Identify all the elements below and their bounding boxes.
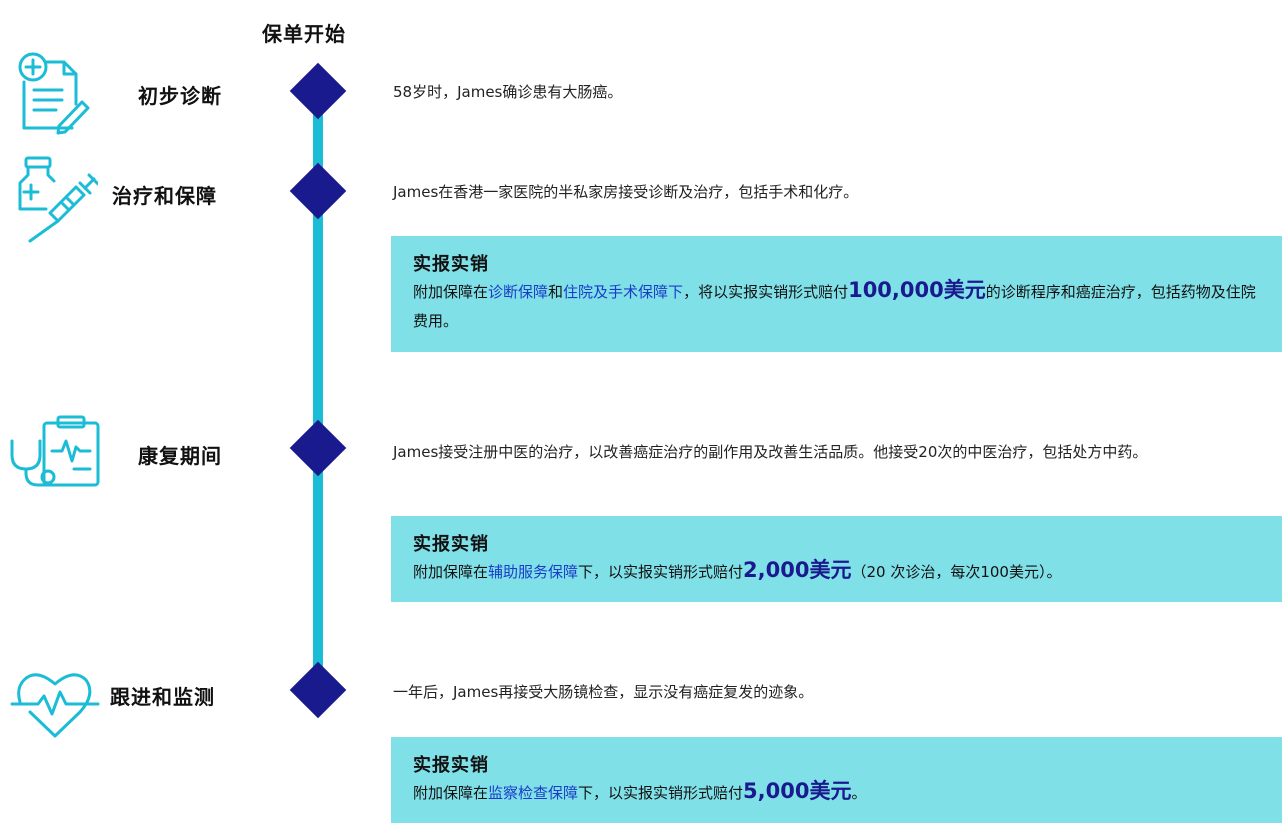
stage-label-diagnosis: 初步诊断 <box>138 84 222 108</box>
stage-description-followup: 一年后，James再接受大肠镜检查，显示没有癌症复发的迹象。 <box>393 683 814 701</box>
benefit-link-monitoring[interactable]: 监察检查保障 <box>488 784 579 802</box>
timeline-marker-followup <box>289 661 347 719</box>
timeline-marker-treatment <box>289 162 347 220</box>
reimbursement-text: 附加保障在监察检查保障下，以实报实销形式赔付5,000美元。 <box>413 777 1262 808</box>
reimbursement-box-followup: 实报实销 附加保障在监察检查保障下，以实报实销形式赔付5,000美元。 <box>391 737 1282 823</box>
timeline-line <box>313 84 323 696</box>
text-segment: （20 次诊治，每次100美元）。 <box>851 563 1062 581</box>
reimbursement-title: 实报实销 <box>413 534 489 555</box>
reimbursement-box-treatment: 实报实销 附加保障在诊断保障和住院及手术保障下，将以实报实销形式赔付100,00… <box>391 236 1282 352</box>
text-segment: 附加保障在 <box>413 563 489 581</box>
text-segment: 下，以实报实销形式赔付 <box>578 563 744 581</box>
reimbursement-text: 附加保障在辅助服务保障下，以实报实销形式赔付2,000美元（20 次诊治，每次1… <box>413 556 1262 587</box>
stage-description-recovery: James接受注册中医的治疗，以改善癌症治疗的副作用及改善生活品质。他接受20次… <box>393 443 1148 461</box>
stage-description-treatment: James在香港一家医院的半私家房接受诊断及治疗，包括手术和化疗。 <box>393 183 859 201</box>
medical-document-icon <box>14 50 94 135</box>
stage-label-treatment: 治疗和保障 <box>112 184 217 208</box>
stage-description-diagnosis: 58岁时，James确诊患有大肠癌。 <box>393 83 623 101</box>
stage-label-recovery: 康复期间 <box>138 444 222 468</box>
text-segment: 下，以实报实销形式赔付 <box>578 784 744 802</box>
timeline-start-title: 保单开始 <box>262 22 346 46</box>
reimbursement-text: 附加保障在诊断保障和住院及手术保障下，将以实报实销形式赔付100,000美元的诊… <box>413 276 1262 336</box>
text-segment: ，将以实报实销形式赔付 <box>683 283 849 301</box>
payout-amount: 100,000美元 <box>848 278 986 302</box>
stethoscope-clipboard-icon <box>4 415 100 497</box>
stage-label-followup: 跟进和监测 <box>110 685 215 709</box>
heartbeat-icon <box>10 668 100 738</box>
timeline-marker-diagnosis <box>289 62 347 120</box>
benefit-link-ancillary[interactable]: 辅助服务保障 <box>488 563 579 581</box>
vaccine-syringe-icon <box>16 155 98 243</box>
payout-amount: 2,000美元 <box>743 558 852 582</box>
timeline-marker-recovery <box>289 419 347 477</box>
text-segment: 。 <box>851 784 867 802</box>
text-segment: 的诊断程序和癌症治疗，包括药物及住院费用。 <box>413 283 1256 330</box>
benefit-link-hospitalization[interactable]: 住院及手术保障下 <box>563 283 684 301</box>
reimbursement-title: 实报实销 <box>413 755 489 776</box>
payout-amount: 5,000美元 <box>743 779 852 803</box>
text-segment: 附加保障在 <box>413 283 489 301</box>
text-segment: 附加保障在 <box>413 784 489 802</box>
text-segment: 和 <box>548 283 564 301</box>
reimbursement-title: 实报实销 <box>413 254 489 275</box>
reimbursement-box-recovery: 实报实销 附加保障在辅助服务保障下，以实报实销形式赔付2,000美元（20 次诊… <box>391 516 1282 602</box>
benefit-link-diagnosis[interactable]: 诊断保障 <box>488 283 549 301</box>
